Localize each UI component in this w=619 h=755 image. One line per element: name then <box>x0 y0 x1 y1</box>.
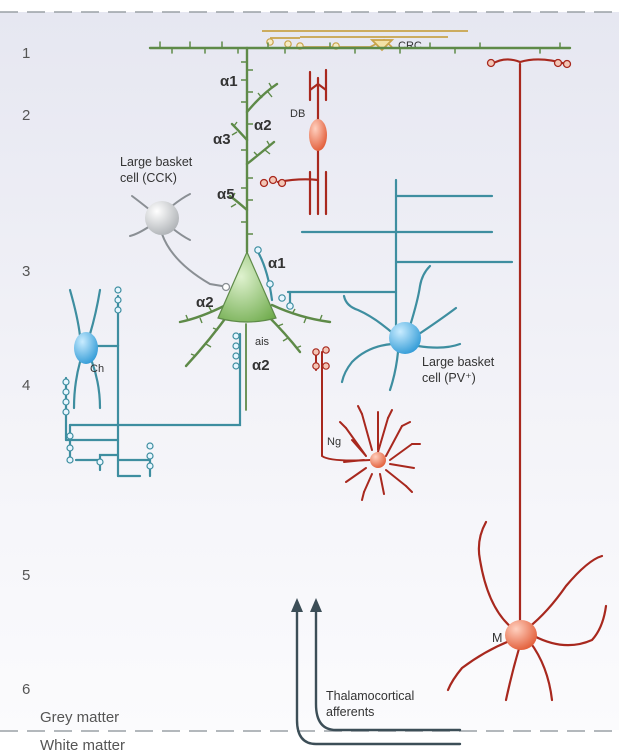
ng-bouton-2 <box>323 347 329 353</box>
layer-4-label: 4 <box>22 377 30 394</box>
pv-basket-label-line2: cell (PV⁺) <box>422 371 476 385</box>
crc-label: CRC <box>398 40 422 52</box>
layer-1-label: 1 <box>22 45 30 62</box>
thalamocortical-label-line1: Thalamocortical <box>326 689 414 703</box>
db-label: DB <box>290 108 305 120</box>
db-bouton-1 <box>261 180 268 187</box>
layer-5-label: 5 <box>22 567 30 584</box>
ng-label: Ng <box>327 436 341 448</box>
layer-6-label: 6 <box>22 681 30 698</box>
cck-basket-label-line2: cell (CCK) <box>120 171 177 185</box>
alpha2-label-bottom: α2 <box>252 357 270 374</box>
martinotti-soma <box>505 620 537 650</box>
cck-basket-label-line1: Large basket <box>120 155 193 169</box>
crc-bouton-2 <box>285 41 291 47</box>
ch-label: Ch <box>90 363 104 375</box>
chandelier-soma <box>74 332 98 364</box>
layer-2-label: 2 <box>22 107 30 124</box>
white-matter-label: White matter <box>40 737 125 754</box>
ng-bouton-4 <box>323 363 329 369</box>
grey-matter-label: Grey matter <box>40 709 119 726</box>
pv-bouton-4 <box>287 303 293 309</box>
ais-label: ais <box>255 336 270 348</box>
db-bouton-2 <box>270 177 277 184</box>
double-bouquet-soma <box>309 119 327 151</box>
alpha2-label-top: α2 <box>254 117 272 134</box>
neurogliaform-soma <box>370 452 386 468</box>
pv-bouton-2 <box>267 281 273 287</box>
pv-bouton-1 <box>255 247 261 253</box>
alpha1-label-top: α1 <box>220 73 238 90</box>
pv-basket-label-line1: Large basket <box>422 355 495 369</box>
ng-bouton-1 <box>313 349 319 355</box>
thalamocortical-label-line2: afferents <box>326 705 374 719</box>
ng-bouton-3 <box>313 363 319 369</box>
alpha1-label-mid: α1 <box>268 255 286 272</box>
db-bouton-3 <box>279 180 286 187</box>
pv-bouton-3 <box>279 295 285 301</box>
martinotti-bouton-right-2 <box>564 61 571 68</box>
martinotti-bouton-right-1 <box>555 60 562 67</box>
martinotti-bouton-left <box>488 60 495 67</box>
cck-basket-soma <box>145 201 179 235</box>
alpha3-label: α3 <box>213 131 231 148</box>
alpha2-label-left: α2 <box>196 294 214 311</box>
alpha5-label: α5 <box>217 186 235 203</box>
layer-3-label: 3 <box>22 263 30 280</box>
cck-bouton <box>223 284 230 291</box>
pv-basket-soma <box>389 322 421 354</box>
m-cell-label: M <box>492 631 502 645</box>
